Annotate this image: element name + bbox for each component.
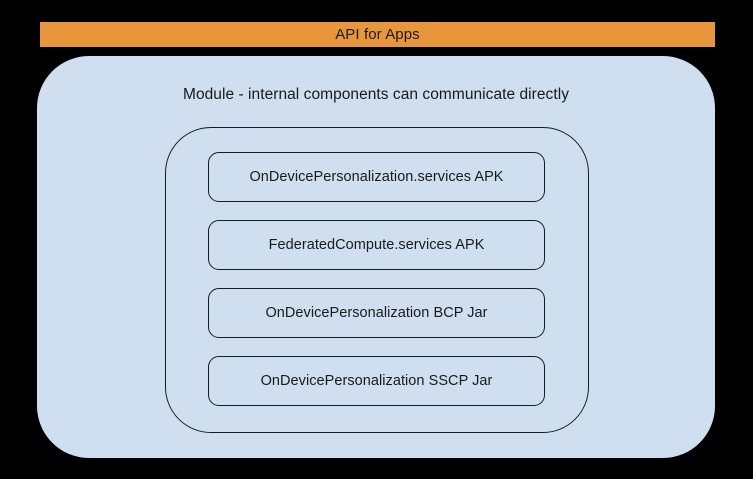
component-label: OnDevicePersonalization BCP Jar (265, 304, 488, 321)
component-box-ondevicepersonalization-services-apk: OnDevicePersonalization.services APK (208, 152, 545, 202)
api-for-apps-banner: API for Apps (40, 22, 715, 47)
component-box-ondevicepersonalization-bcp-jar: OnDevicePersonalization BCP Jar (208, 288, 545, 338)
api-for-apps-label: API for Apps (335, 26, 420, 43)
component-label: OnDevicePersonalization.services APK (249, 168, 504, 185)
component-box-ondevicepersonalization-sscp-jar: OnDevicePersonalization SSCP Jar (208, 356, 545, 406)
component-label: OnDevicePersonalization SSCP Jar (260, 372, 493, 389)
module-caption: Module - internal components can communi… (182, 86, 570, 103)
module-panel: Module - internal components can communi… (37, 56, 715, 458)
component-label: FederatedCompute.services APK (268, 236, 485, 253)
component-box-federatedcompute-services-apk: FederatedCompute.services APK (208, 220, 545, 270)
component-list: OnDevicePersonalization.services APK Fed… (208, 152, 545, 406)
internal-components-group (165, 127, 589, 433)
